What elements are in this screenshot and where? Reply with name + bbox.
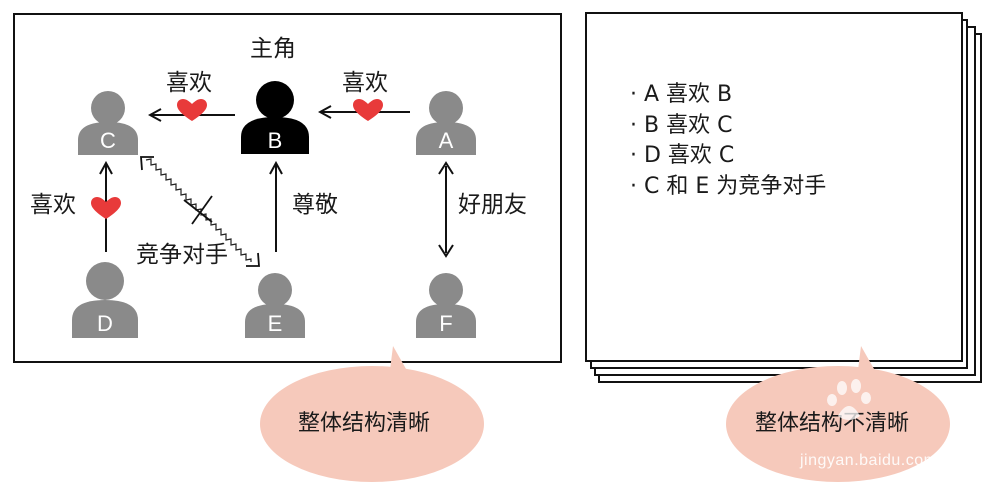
left-speech-bubble: [260, 346, 484, 482]
heart-icon: [353, 99, 383, 121]
right-bubble-text: 整体结构不清晰: [755, 411, 910, 436]
list-item: · C 和 E 为竞争对手: [630, 173, 827, 199]
label-a-likes-b: 喜欢: [342, 70, 388, 96]
cross-mark-line-1: [183, 199, 213, 223]
heart-icon: [91, 197, 121, 219]
arrowhead-c: [140, 156, 154, 171]
list-item: · A 喜欢 B: [630, 82, 733, 107]
cross-mark-line-2: [191, 195, 213, 225]
watermark-text: jingyan.baidu.com: [800, 452, 938, 469]
left-bubble-text: 整体结构清晰: [298, 411, 431, 436]
list-item: · B 喜欢 C: [630, 112, 733, 138]
person-c-icon: [78, 91, 138, 155]
person-a-letter: A: [439, 128, 454, 153]
label-c-e-rivals: 竞争对手: [136, 242, 228, 268]
arrowhead-a-up: [438, 161, 454, 175]
heart-icon: [177, 99, 207, 121]
person-e-icon: [245, 273, 305, 338]
label-a-f-friends: 好朋友: [458, 192, 527, 218]
person-c-letter: C: [100, 128, 116, 153]
label-e-respects-b: 尊敬: [292, 192, 338, 218]
person-b-letter: B: [268, 128, 283, 153]
label-b-likes-c: 喜欢: [166, 70, 212, 96]
person-b-icon: [241, 81, 309, 154]
relationship-list: · A 喜欢 B · B 喜欢 C · D 喜欢 C · C 和 E 为竞争对手: [630, 80, 826, 202]
person-f-icon: [416, 273, 476, 338]
person-a-icon: [416, 91, 476, 155]
unclear-structure-panel: [585, 12, 963, 362]
list-item: · D 喜欢 C: [630, 143, 735, 168]
person-e-letter: E: [268, 311, 283, 336]
person-f-letter: F: [439, 311, 452, 336]
arrowhead-f-down: [438, 244, 454, 258]
protagonist-label: 主角: [250, 36, 296, 62]
label-d-likes-c: 喜欢: [30, 192, 76, 218]
watermark-paw-icon: [827, 379, 871, 420]
arrowhead-e: [246, 252, 260, 267]
arrow-c-e-rivalry: [145, 158, 252, 262]
person-d-icon: [72, 262, 138, 338]
person-d-letter: D: [97, 311, 113, 336]
right-speech-bubble: [726, 346, 950, 482]
